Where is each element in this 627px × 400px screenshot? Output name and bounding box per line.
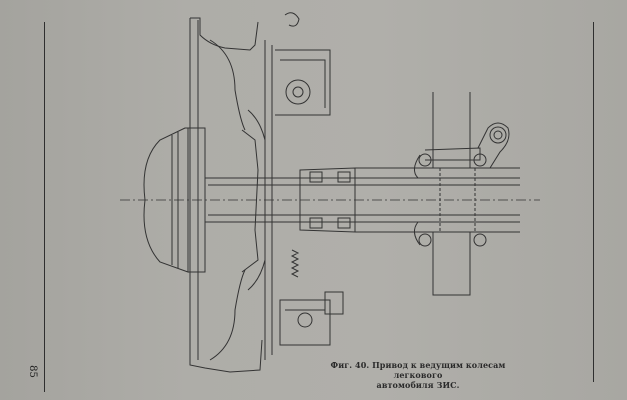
right-margin-rule xyxy=(593,22,594,382)
left-margin-rule xyxy=(44,22,45,392)
page-number: 85 xyxy=(26,365,38,378)
caption-line-2: автомобиля ЗИС. xyxy=(376,380,460,390)
figure-caption: Фиг. 40. Привод к ведущим колесам легков… xyxy=(318,360,518,390)
caption-line-1: Фиг. 40. Привод к ведущим колесам легков… xyxy=(330,360,506,380)
